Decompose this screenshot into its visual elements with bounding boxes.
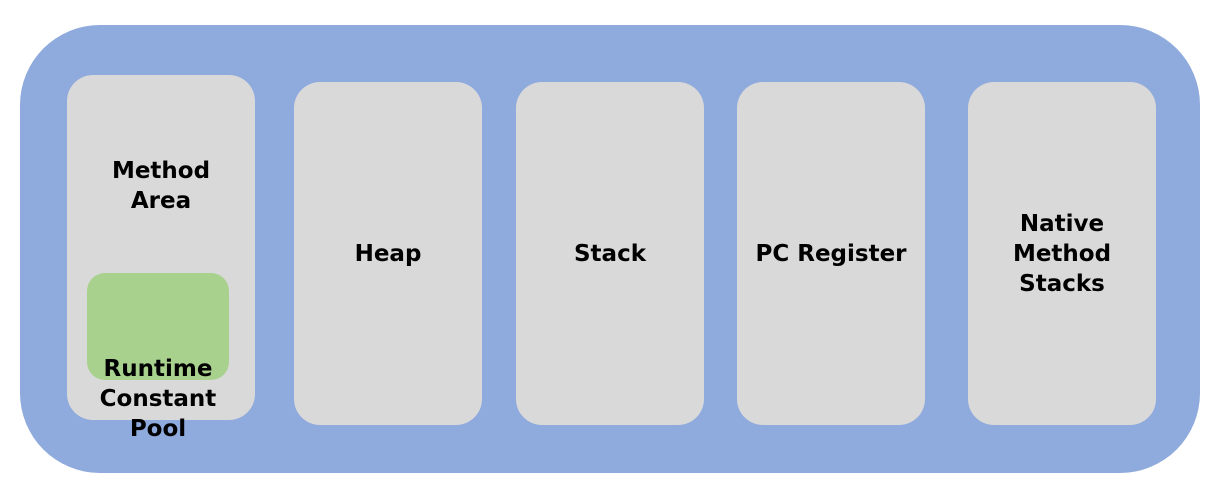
- runtime-constant-pool-label: Runtime Constant Pool: [99, 356, 217, 442]
- method-area-label: Method Area: [111, 158, 211, 214]
- native-method-stacks-block: Native Method Stacks: [968, 82, 1156, 425]
- pc-register-label: PC Register: [755, 240, 907, 267]
- runtime-constant-pool-block: Runtime Constant Pool: [87, 273, 229, 442]
- method-area-block: Method Area Runtime Constant Pool: [67, 75, 255, 442]
- stack-label: Stack: [573, 240, 646, 267]
- heap-block: Heap: [294, 82, 482, 425]
- stack-block: Stack: [516, 82, 704, 425]
- heap-label: Heap: [354, 240, 422, 267]
- native-method-stacks-label: Native Method Stacks: [1012, 210, 1112, 297]
- pc-register-block: PC Register: [737, 82, 925, 425]
